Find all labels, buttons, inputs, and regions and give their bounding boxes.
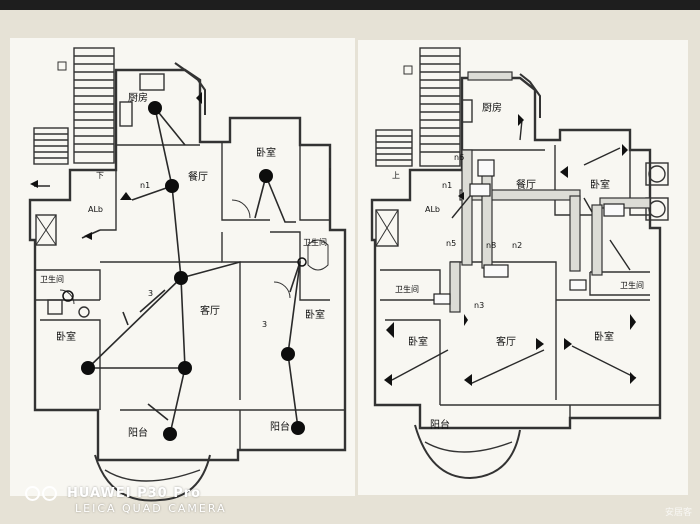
right-bath-left-label: 卫生间 [395, 284, 419, 294]
right-balcony-label: 阳台 [430, 418, 450, 431]
left-corner-marker [57, 61, 67, 71]
left-bedroom-left-label: 卧室 [56, 330, 76, 343]
right-alb-label: ALb [425, 205, 440, 214]
left-bath-right-label: 卫生间 [303, 237, 327, 247]
right-bath-right-label: 卫生间 [620, 280, 644, 290]
right-diffuser-marks [384, 114, 636, 386]
watermark-brand: HUAWEI P30 Pro [67, 486, 202, 501]
right-living-label: 客厅 [496, 335, 516, 348]
right-up-label: 上 [392, 171, 400, 180]
left-kitchen-label: 厨房 [128, 91, 148, 104]
left-bedroom-top-label: 卧室 [256, 146, 276, 159]
photo-top-edge [0, 0, 700, 10]
left-alb-label: ALb [88, 205, 103, 214]
left-down-label: 下 [96, 171, 104, 180]
left-balcony-right-label: 阳台 [270, 420, 290, 433]
left-balcony-label: 阳台 [128, 426, 148, 439]
left-n1-label: n1 [140, 181, 150, 190]
right-dining-label: 餐厅 [516, 178, 536, 191]
left-living-label: 客厅 [200, 304, 220, 317]
left-num3b-label: 3 [262, 320, 267, 329]
left-plan [28, 47, 347, 502]
left-num3a-label: 3 [148, 289, 153, 298]
right-bedroom-top-label: 卧室 [590, 178, 610, 191]
corner-watermark: 安居客 [664, 508, 692, 518]
right-n6-label: n6 [454, 153, 464, 162]
right-n5-label: n5 [446, 239, 456, 248]
right-n2-label: n2 [512, 241, 522, 250]
camera-logo-icon [25, 486, 57, 501]
right-stairs [375, 47, 461, 167]
left-bedroom-right-label: 卧室 [305, 308, 325, 321]
left-stairs [33, 47, 115, 165]
right-corner-marker [403, 65, 413, 75]
right-plan [370, 47, 669, 480]
right-bedroom-left-label: 卧室 [408, 335, 428, 348]
right-n8-label: n8 [486, 241, 496, 250]
left-switch-marks [30, 92, 202, 240]
left-bath-left-label: 卫生间 [40, 274, 64, 284]
left-light-points [62, 101, 307, 441]
right-kitchen-label: 厨房 [482, 101, 502, 114]
left-dining-label: 餐厅 [188, 170, 208, 183]
right-n3-label: n3 [474, 301, 484, 310]
camera-watermark: HUAWEI P30 Pro LEICA QUAD CAMERA [25, 486, 227, 515]
right-plan-sheet [358, 40, 688, 495]
watermark-subtitle: LEICA QUAD CAMERA [75, 502, 227, 515]
right-n1-label: n1 [442, 181, 452, 190]
right-bedroom-right-label: 卧室 [594, 330, 614, 343]
